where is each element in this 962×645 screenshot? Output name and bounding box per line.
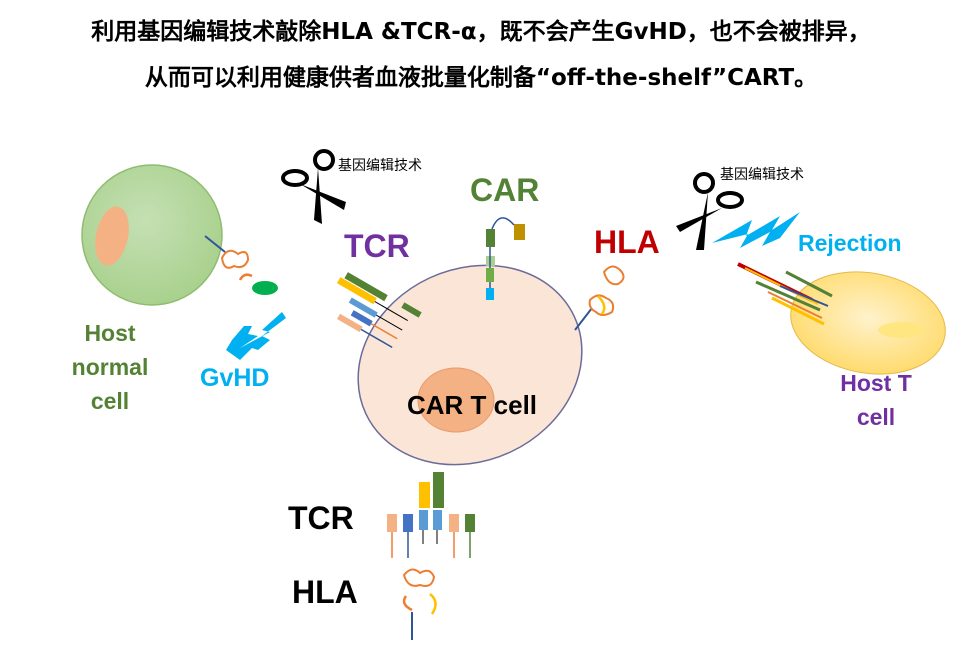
- scissors-icon-left: [281, 149, 346, 224]
- car-receptor: [486, 217, 525, 300]
- rejection-lightning-icon: [712, 212, 800, 248]
- title-line-2: 从而可以利用健康供者血液批量化制备“off-the-shelf”CART。: [144, 65, 818, 91]
- car-label: CAR: [470, 172, 540, 208]
- hla-top-label: HLA: [594, 224, 660, 260]
- host-normal-cell-label-line2: normal: [71, 354, 149, 380]
- host-normal-nucleus: [95, 206, 129, 266]
- rejection-label: Rejection: [798, 230, 902, 256]
- hla-legend-label: HLA: [292, 574, 358, 610]
- hla-receptor-host-normal: [204, 235, 253, 281]
- car-t-nucleus: [417, 367, 495, 433]
- gvhd-lightning-icon: [226, 312, 286, 360]
- car-t-cell: [357, 264, 583, 466]
- title-line-1: 利用基因编辑技术敲除HLA &TCR-α，既不会产生GvHD，也不会被排异，: [91, 19, 871, 45]
- tcr-legend-icon: [387, 472, 475, 558]
- tcr-complex-host-t: [737, 262, 833, 326]
- gvhd-label: GvHD: [200, 364, 270, 392]
- hla-legend-icon: [402, 568, 437, 640]
- host-normal-cell-label-line3: cell: [90, 388, 130, 414]
- car-t-cell-label: CAR T cell: [407, 390, 538, 420]
- gene-editing-label-left: 基因编辑技术: [338, 158, 422, 174]
- host-t-cell-label-line1: Host T: [840, 370, 912, 396]
- host-normal-cell-label: Host normal cell: [64, 316, 156, 418]
- host-t-cell-label-line2: cell: [856, 404, 896, 430]
- tcr-legend-label: TCR: [288, 500, 354, 536]
- scissors-icon-right: [676, 172, 744, 250]
- hla-receptor-car-t: [574, 265, 625, 331]
- tcr-complex-edited: [336, 272, 422, 349]
- tcr-ligand-host: [252, 281, 278, 295]
- host-normal-cell: [81, 164, 223, 306]
- tcr-top-label: TCR: [344, 228, 410, 264]
- host-t-cell-label: Host T cell: [820, 366, 932, 434]
- host-normal-cell-label-line1: Host: [84, 320, 136, 346]
- host-t-cell: [790, 271, 946, 375]
- gene-editing-label-right: 基因编辑技术: [720, 167, 804, 183]
